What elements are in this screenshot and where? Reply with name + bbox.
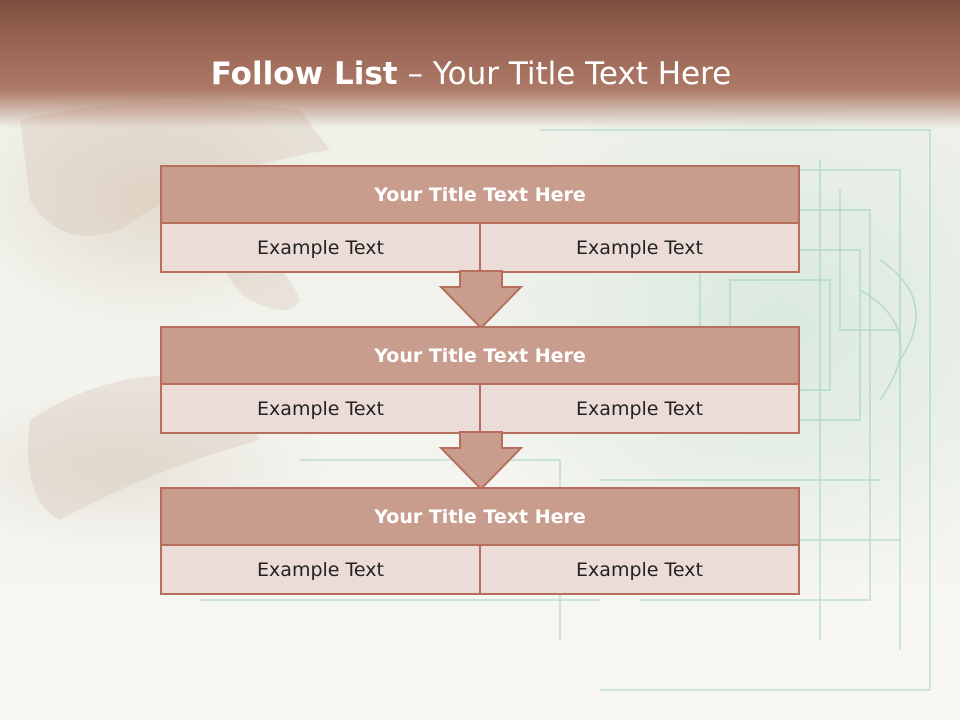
block-cell-left: Example Text	[162, 546, 479, 593]
block-title: Your Title Text Here	[162, 489, 798, 546]
title-bar	[0, 0, 960, 128]
block-cell-left: Example Text	[162, 385, 479, 432]
block-cell-right: Example Text	[479, 224, 798, 271]
block-cell-right: Example Text	[479, 546, 798, 593]
follow-block-1: Your Title Text Here Example Text Exampl…	[160, 165, 800, 273]
block-row: Example Text Example Text	[162, 385, 798, 432]
down-arrow-icon	[438, 270, 524, 330]
block-cell-left: Example Text	[162, 224, 479, 271]
block-row: Example Text Example Text	[162, 224, 798, 271]
follow-block-2: Your Title Text Here Example Text Exampl…	[160, 326, 800, 434]
page-title: Follow List – Your Title Text Here	[0, 56, 942, 92]
block-title: Your Title Text Here	[162, 328, 798, 385]
block-row: Example Text Example Text	[162, 546, 798, 593]
block-cell-right: Example Text	[479, 385, 798, 432]
follow-block-3: Your Title Text Here Example Text Exampl…	[160, 487, 800, 595]
title-bold: Follow List	[210, 56, 398, 92]
down-arrow-icon	[438, 431, 524, 491]
block-title: Your Title Text Here	[162, 167, 798, 224]
title-rest: – Your Title Text Here	[397, 56, 732, 92]
